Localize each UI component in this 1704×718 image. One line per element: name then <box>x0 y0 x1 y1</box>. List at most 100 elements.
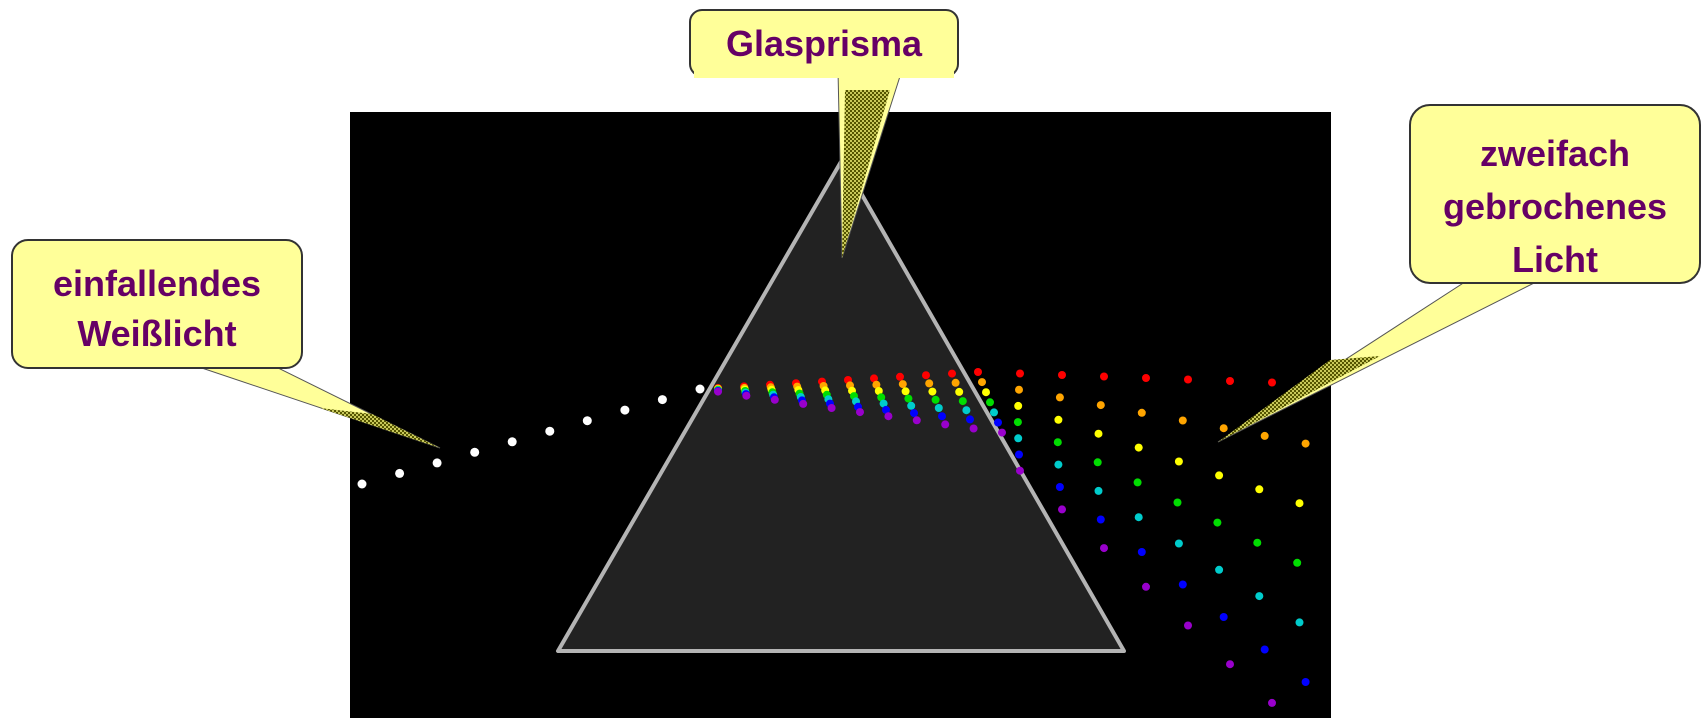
spectrum-dot <box>877 393 886 402</box>
callout-text-line-2: Weißlicht <box>77 313 236 354</box>
spectrum-dot <box>1016 466 1024 475</box>
spectrum-dot <box>1016 369 1024 378</box>
spectrum-dot <box>1094 429 1103 438</box>
white-light-dot <box>657 395 667 405</box>
spectrum-dot <box>1219 613 1228 621</box>
spectrum-dot <box>955 387 964 396</box>
spectrum-dot <box>1015 450 1023 459</box>
spectrum-dot <box>1184 621 1192 630</box>
spectrum-dot <box>1054 460 1063 469</box>
white-light-dot <box>620 405 630 415</box>
spectrum-dot <box>1268 378 1276 387</box>
spectrum-dot <box>1014 434 1023 443</box>
spectrum-dot <box>872 380 881 389</box>
spectrum-dot <box>1137 548 1146 556</box>
spectrum-dot <box>912 416 921 425</box>
spectrum-dot <box>1301 678 1310 686</box>
spectrum-dot <box>962 406 971 415</box>
spectrum-dot <box>1173 498 1182 507</box>
spectrum-dot <box>948 369 956 378</box>
spectrum-dot <box>1058 505 1066 514</box>
spectrum-dot <box>1058 371 1066 379</box>
spectrum-dot <box>714 387 722 396</box>
white-light-dot <box>357 479 367 489</box>
spectrum-dot <box>1255 592 1264 601</box>
spectrum-dot <box>1137 408 1146 417</box>
spectrum-dot <box>986 398 994 407</box>
spectrum-dot <box>1093 458 1102 467</box>
spectrum-dot <box>1219 424 1228 433</box>
spectrum-dot <box>1133 478 1142 487</box>
spectrum-dot <box>1184 375 1192 384</box>
callout-box <box>11 239 303 369</box>
white-light-dot <box>695 384 705 394</box>
spectrum-dot <box>910 409 918 418</box>
callout-pointer-shade <box>320 408 440 448</box>
spectrum-dot <box>799 399 808 408</box>
spectrum-dot <box>1213 518 1222 527</box>
spectrum-dot <box>884 412 893 421</box>
spectrum-dot <box>1178 416 1187 425</box>
glass-prism <box>556 158 1126 653</box>
spectrum-dot <box>938 412 946 421</box>
spectrum-dot <box>931 395 940 404</box>
refracted-spectrum <box>714 368 1318 707</box>
spectrum-dot <box>1268 698 1276 707</box>
spectrum-dot <box>1096 401 1105 410</box>
spectrum-dot <box>827 404 836 412</box>
spectrum-dot <box>966 415 974 424</box>
spectrum-dot <box>1053 438 1062 447</box>
spectrum-dot <box>1014 401 1023 410</box>
spectrum-dot <box>1134 443 1143 452</box>
spectrum-dot <box>1134 513 1143 522</box>
spectrum-dot <box>870 374 878 383</box>
spectrum-dot <box>904 394 913 403</box>
white-light-dot <box>545 426 555 436</box>
spectrum-dot <box>969 424 978 433</box>
spectrum-dot <box>958 397 967 406</box>
spectrum-dot <box>1142 374 1150 382</box>
spectrum-dot <box>982 388 990 397</box>
spectrum-dot <box>1015 385 1023 394</box>
spectrum-dot <box>1055 393 1064 402</box>
spectrum-dot <box>994 418 1002 427</box>
spectrum-dot <box>874 387 883 395</box>
white-light-ray <box>357 384 705 489</box>
spectrum-dot <box>907 401 916 410</box>
spectrum-dot <box>928 387 937 396</box>
spectrum-dot <box>1178 580 1187 589</box>
callout-refracted-light: zweifach gebrochenes Licht <box>1217 104 1701 443</box>
spectrum-dot <box>898 380 907 389</box>
spectrum-dot <box>1215 565 1224 574</box>
callout-text-line-1: zweifach <box>1480 133 1630 174</box>
white-light-dot <box>582 416 592 426</box>
white-light-dot <box>470 447 480 457</box>
callout-pointer-shade <box>842 90 890 258</box>
callout-box <box>1409 104 1701 284</box>
spectrum-dot <box>1295 499 1304 508</box>
callout-text-line-1: einfallendes <box>53 263 261 304</box>
spectrum-dot <box>1295 618 1304 627</box>
spectrum-dot <box>1226 377 1234 385</box>
spectrum-dot <box>1253 538 1262 547</box>
spectrum-dot <box>1100 544 1108 553</box>
spectrum-dot <box>1260 431 1269 440</box>
spectrum-dot <box>896 372 904 381</box>
spectrum-dot <box>770 395 779 404</box>
callout-glass-prism: Glasprisma <box>689 9 959 259</box>
spectrum-dot <box>922 371 930 380</box>
spectrum-dot <box>1226 660 1234 669</box>
spectrum-dot <box>1054 415 1063 424</box>
spectrum-dot <box>1293 558 1302 567</box>
spectrum-dot <box>951 378 960 387</box>
callout-text-line-2: gebrochenes <box>1443 186 1667 227</box>
spectrum-dot <box>1301 439 1310 448</box>
spectrum-dot <box>882 405 890 414</box>
spectrum-dot <box>934 404 943 412</box>
spectrum-dot <box>1013 418 1022 427</box>
spectrum-dot <box>1255 485 1264 494</box>
callout-pointer-shade <box>1218 356 1380 442</box>
callout-text-line-3: Licht <box>1512 239 1598 280</box>
spectrum-dot <box>1260 645 1269 654</box>
